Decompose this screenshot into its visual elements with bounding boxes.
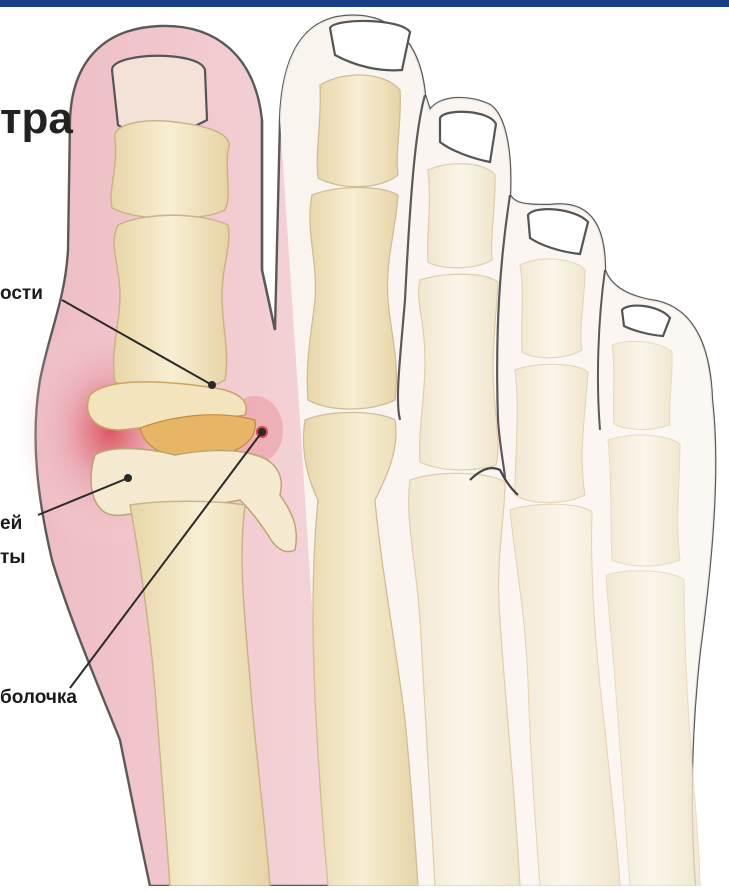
title-fragment: тра: [0, 97, 73, 141]
label-membrane: болочка: [0, 688, 77, 707]
header-bar: [0, 0, 729, 7]
label-growth-line2: ты: [0, 548, 26, 567]
label-bone: ости: [0, 284, 43, 303]
label-growth-line1: ей: [0, 514, 22, 533]
